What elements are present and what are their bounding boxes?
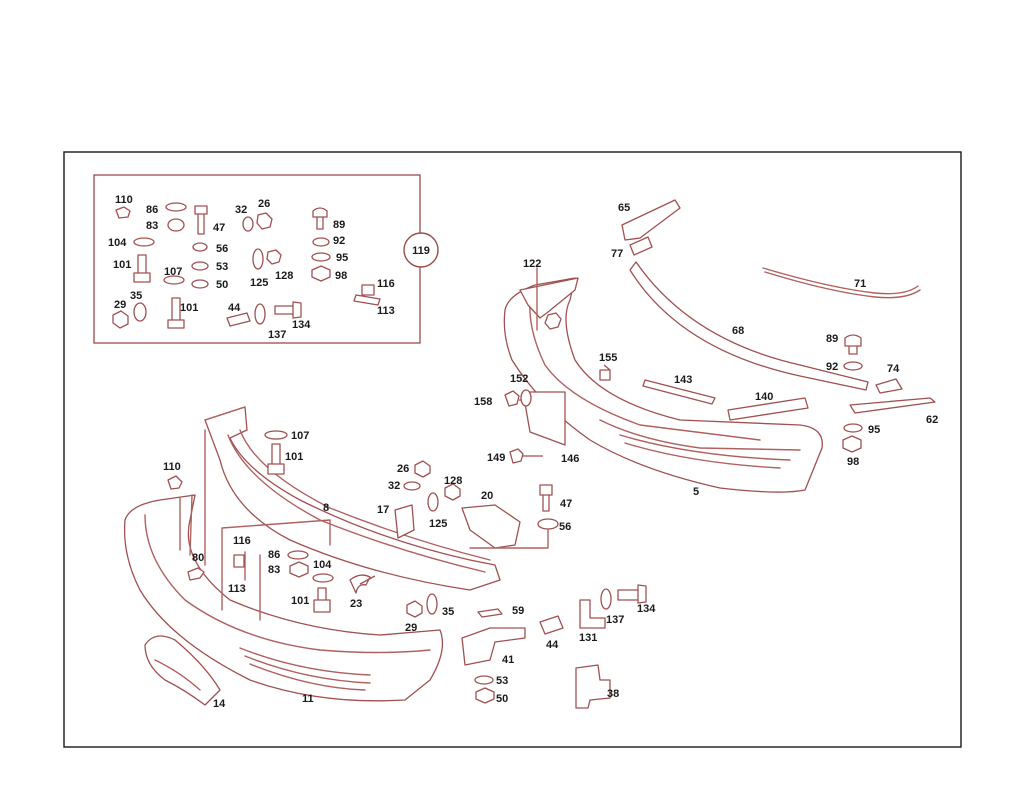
callout-68: 68 bbox=[732, 325, 744, 337]
callout-53: 53 bbox=[496, 675, 508, 687]
callout-59: 59 bbox=[512, 605, 524, 617]
callout-116: 116 bbox=[233, 535, 251, 547]
callout-labels: 110 86 83 47 32 26 89 92 95 98 104 56 53… bbox=[108, 194, 938, 710]
callout-56: 56 bbox=[559, 521, 571, 533]
callout-149: 149 bbox=[487, 452, 505, 464]
callout-101: 101 bbox=[180, 302, 198, 314]
callout-110: 110 bbox=[163, 461, 181, 473]
callout-125: 125 bbox=[429, 518, 447, 530]
callout-47: 47 bbox=[213, 222, 225, 234]
callout-50: 50 bbox=[496, 693, 508, 705]
callout-44: 44 bbox=[228, 302, 241, 314]
callout-29: 29 bbox=[405, 622, 417, 634]
callout-128: 128 bbox=[444, 475, 462, 487]
callout-101: 101 bbox=[113, 259, 131, 271]
callout-89: 89 bbox=[826, 333, 838, 345]
callout-113: 113 bbox=[228, 583, 246, 595]
callout-32: 32 bbox=[235, 204, 247, 216]
callout-158: 158 bbox=[474, 396, 492, 408]
callout-5: 5 bbox=[693, 486, 699, 498]
callout-101: 101 bbox=[291, 595, 309, 607]
callout-35: 35 bbox=[130, 290, 142, 302]
callout-65: 65 bbox=[618, 202, 630, 214]
callout-77: 77 bbox=[611, 248, 623, 260]
callout-89: 89 bbox=[333, 219, 345, 231]
callout-152: 152 bbox=[510, 373, 528, 385]
callout-92: 92 bbox=[826, 361, 838, 373]
callout-32: 32 bbox=[388, 480, 400, 492]
callout-134: 134 bbox=[637, 603, 656, 615]
front-bumper-assembly bbox=[123, 406, 647, 709]
callout-44: 44 bbox=[546, 639, 559, 651]
callout-74: 74 bbox=[887, 363, 900, 375]
callout-137: 137 bbox=[606, 614, 624, 626]
callout-137: 137 bbox=[268, 329, 286, 341]
callout-95: 95 bbox=[868, 424, 880, 436]
inset-hardware-parts bbox=[112, 202, 381, 329]
callout-17: 17 bbox=[377, 504, 389, 516]
callout-155: 155 bbox=[599, 352, 617, 364]
callout-83: 83 bbox=[146, 220, 158, 232]
callout-53: 53 bbox=[216, 261, 228, 273]
callout-26: 26 bbox=[397, 463, 409, 475]
callout-23: 23 bbox=[350, 598, 362, 610]
callout-104: 104 bbox=[313, 559, 332, 571]
callout-41: 41 bbox=[502, 654, 514, 666]
callout-98: 98 bbox=[335, 270, 347, 282]
callout-71: 71 bbox=[854, 278, 866, 290]
callout-56: 56 bbox=[216, 243, 228, 255]
callout-92: 92 bbox=[333, 235, 345, 247]
inset-reference-number: 119 bbox=[412, 245, 430, 257]
callout-104: 104 bbox=[108, 237, 127, 249]
inset-reference-circle bbox=[403, 232, 439, 268]
callout-146: 146 bbox=[561, 453, 579, 465]
callout-125: 125 bbox=[250, 277, 268, 289]
callout-113: 113 bbox=[377, 305, 395, 317]
callout-26: 26 bbox=[258, 198, 270, 210]
rear-bumper-assembly bbox=[503, 199, 936, 493]
callout-38: 38 bbox=[607, 688, 619, 700]
callout-116: 116 bbox=[377, 278, 395, 290]
callout-98: 98 bbox=[847, 456, 859, 468]
callout-86: 86 bbox=[146, 204, 158, 216]
callout-95: 95 bbox=[336, 252, 348, 264]
callout-143: 143 bbox=[674, 374, 692, 386]
callout-131: 131 bbox=[579, 632, 597, 644]
callout-14: 14 bbox=[213, 698, 226, 710]
callout-47: 47 bbox=[560, 498, 572, 510]
callout-11: 11 bbox=[302, 693, 314, 705]
callout-122: 122 bbox=[523, 258, 541, 270]
callout-128: 128 bbox=[275, 270, 293, 282]
callout-20: 20 bbox=[481, 490, 493, 502]
callout-110: 110 bbox=[115, 194, 133, 206]
callout-101: 101 bbox=[285, 451, 303, 463]
callout-50: 50 bbox=[216, 279, 228, 291]
diagram-frame bbox=[63, 151, 962, 748]
callout-86: 86 bbox=[268, 549, 280, 561]
callout-62: 62 bbox=[926, 414, 938, 426]
callout-35: 35 bbox=[442, 606, 454, 618]
callout-134: 134 bbox=[292, 319, 311, 331]
callout-29: 29 bbox=[114, 299, 126, 311]
callout-83: 83 bbox=[268, 564, 280, 576]
callout-8: 8 bbox=[323, 502, 329, 514]
callout-80: 80 bbox=[192, 552, 204, 564]
callout-140: 140 bbox=[755, 391, 773, 403]
callout-107: 107 bbox=[291, 430, 309, 442]
callout-107: 107 bbox=[164, 266, 182, 278]
